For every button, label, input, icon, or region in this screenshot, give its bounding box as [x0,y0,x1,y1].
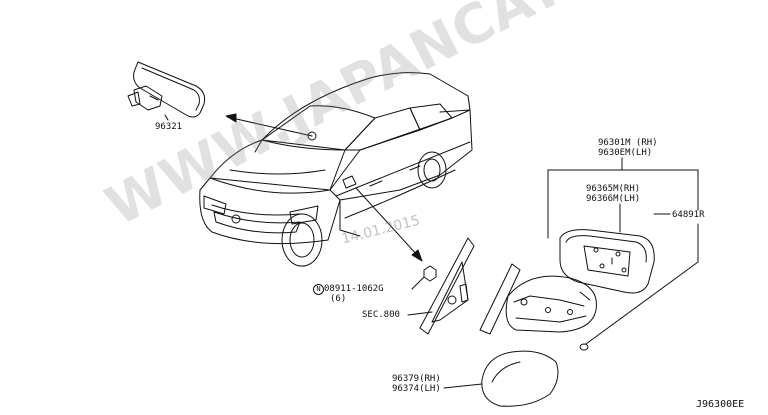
label-cover-rh: 96379(RH) [392,374,441,384]
mirror-glass-drawing [559,229,655,294]
callout-brackets [443,157,699,389]
nut-symbol: N [313,284,324,295]
label-nut-number: 08911-1062G [324,284,384,294]
grommet-drawing [579,343,589,351]
nut-drawing [411,265,437,290]
label-nut-qty: (6) [330,294,347,304]
label-cover-lh: 96374(LH) [392,384,441,394]
label-outer-mirror-rh: 96301M (RH) [598,138,658,148]
car-drawing [199,72,473,267]
door-panel-drawing [407,237,475,335]
label-section-ref: SEC.800 [362,310,400,320]
label-actuator: 64891R [672,210,705,220]
inner-mirror-drawing [127,61,206,121]
label-mirror-glass-rh: 96365M(RH) [586,184,641,194]
label-mirror-glass-lh: 96366M(LH) [586,194,641,204]
label-drawing-code: J96300EE [696,399,745,410]
mirror-cover-drawing [481,350,559,407]
label-inner-mirror: 96321 [155,122,183,132]
label-outer-mirror-lh: 9630EM(LH) [598,148,653,158]
leader-arrows [225,113,423,262]
outer-mirror-housing-drawing [479,263,597,335]
